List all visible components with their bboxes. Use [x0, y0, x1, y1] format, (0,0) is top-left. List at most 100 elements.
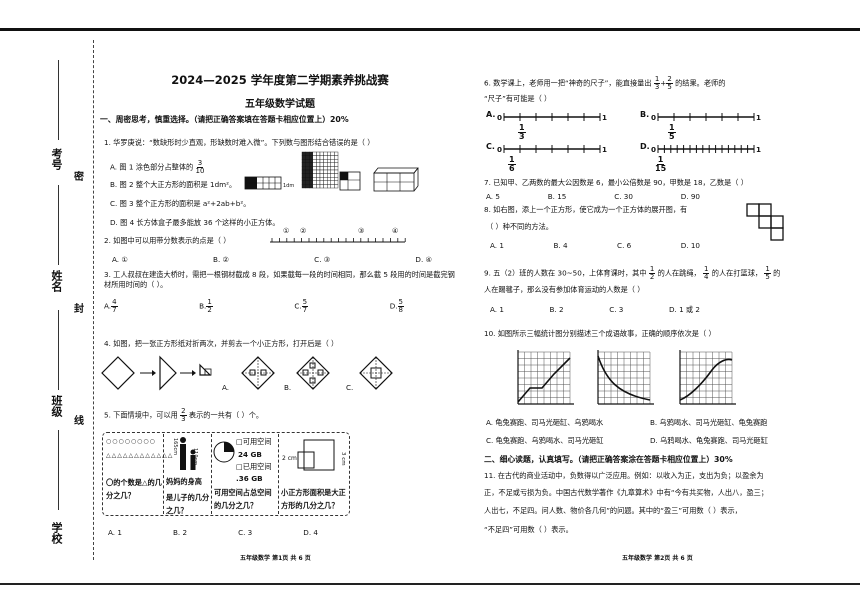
grid-cell — [330, 162, 335, 167]
q8-stem-2: （ ）种不同的方法。 — [486, 222, 553, 231]
q6-ruler-b-label[interactable]: B. — [640, 110, 650, 119]
q6-ruler-c-label[interactable]: C. — [486, 142, 495, 151]
q6-ruler-a-zero: 0 — [497, 113, 503, 122]
q5-triangles: △△△△△△△△△△△△ — [106, 452, 174, 459]
grid-cell — [334, 151, 339, 156]
grid-cell — [305, 177, 310, 182]
numerator: 1 — [653, 75, 661, 84]
grid-cell — [312, 173, 317, 178]
q9-option-d[interactable]: D. 1 或 2 — [668, 305, 700, 314]
numerator: 1 — [648, 265, 656, 274]
q8-option-a[interactable]: A. 1 — [490, 241, 504, 250]
denominator: 3 — [654, 83, 660, 91]
grid-cell — [319, 158, 324, 163]
q10-option-b[interactable]: B. 乌鸦喝水、司马光砸缸、龟兔赛跑 — [650, 418, 768, 427]
section2-heading: 二、细心读题，认真填写。（请把正确答案涂在答题卡相应位置上）30% — [484, 455, 733, 464]
q8-option-d[interactable]: D. 10 — [680, 241, 700, 250]
q2-option-c[interactable]: C. ③ — [314, 255, 331, 264]
grid-cell — [323, 162, 328, 167]
q10-stem: 10. 如图所示三幅统计图分别描述三个成语故事，正确的顺序依次是（ ） — [484, 329, 716, 338]
q6-stem-2: “尺子”有可能是（ ） — [484, 94, 552, 103]
grid-cell — [323, 151, 328, 156]
q6-ruler-d-label[interactable]: D. — [640, 142, 650, 151]
q2-option-a[interactable]: A. ① — [112, 255, 128, 264]
q9-stem-b: 的人在跳绳， — [657, 268, 701, 278]
denominator: 5 — [667, 83, 672, 91]
q2-option-d[interactable]: D. ④ — [415, 255, 432, 264]
grid-cell — [308, 151, 313, 156]
q2-option-b[interactable]: B. ② — [213, 255, 229, 264]
q5-people-figure — [180, 437, 196, 470]
q7-option-d[interactable]: D. 90 — [680, 192, 700, 201]
q10-option-a[interactable]: A. 龟兔赛跑、司马光砸缸、乌鸦喝水 — [486, 418, 604, 427]
q5-option-c[interactable]: C. 3 — [238, 528, 253, 537]
q9-option-b[interactable]: B. 2 — [549, 305, 564, 314]
q4-option-b[interactable]: B. — [284, 383, 292, 392]
q4-option-c[interactable]: C. — [346, 383, 354, 392]
q6-ruler-c-one: 1 — [602, 145, 608, 154]
grid-cell — [319, 177, 324, 182]
grid-cell — [305, 180, 310, 185]
q6-ruler-b-zero: 0 — [651, 113, 657, 122]
grid-cell — [301, 158, 306, 163]
numerator: 1 — [668, 123, 676, 133]
q2-options: A. ① B. ② C. ③ D. ④ — [112, 255, 432, 265]
grid-cell — [319, 180, 324, 185]
grid-cell — [305, 173, 310, 178]
q7-option-c[interactable]: C. 30 — [614, 192, 633, 201]
q10-chart-3 — [679, 350, 736, 405]
q5-box4-question: 小正方形面积是大正方形的几分之几？ — [281, 488, 346, 510]
q6-ruler-a-label[interactable]: A. — [486, 110, 496, 119]
denominator: 4 — [704, 273, 709, 281]
denominator: 5 — [669, 132, 675, 141]
q9-option-a[interactable]: A. 1 — [490, 305, 504, 314]
numerator: 5 — [397, 298, 404, 307]
q2-number-line — [270, 238, 406, 243]
binding-line — [58, 185, 59, 265]
class-label: 班级 — [50, 395, 63, 417]
q8-option-c[interactable]: C. 6 — [617, 241, 632, 250]
q10-option-c[interactable]: C. 龟兔赛跑、乌鸦喝水、司马光砸缸 — [486, 436, 604, 445]
q1-option-b: B. 图 2 整个大正方形的面积是 1dm²。 — [110, 180, 237, 189]
numerator: 1 — [764, 265, 771, 274]
grid-cell — [312, 184, 317, 189]
exam-subtitle: 五年级数学试题 — [245, 99, 315, 110]
q7-option-b[interactable]: B. 15 — [547, 192, 567, 201]
q7-option-a[interactable]: A. 5 — [486, 192, 500, 201]
binding-line — [58, 430, 59, 510]
q5-circles: ○○○○○○○○ — [106, 438, 156, 445]
q8-option-b[interactable]: B. 4 — [553, 241, 568, 250]
q9-stem-d: 的 — [773, 268, 781, 278]
q5-option-b[interactable]: B. 2 — [172, 528, 188, 537]
grid-cell — [316, 166, 321, 171]
divider — [211, 434, 212, 514]
q4-option-a[interactable]: A. — [222, 383, 230, 392]
q5-large-side: 3 cm — [340, 452, 346, 466]
q1-fig3 — [339, 171, 361, 191]
binding-dashed-line — [93, 40, 94, 560]
grid-cell — [308, 158, 313, 163]
q10-option-d[interactable]: D. 乌鸦喝水、龟兔赛跑、司马光砸缸 — [650, 436, 768, 445]
q6-ruler-d — [657, 145, 755, 153]
q11-line1: 11. 在古代的商业活动中，负数得以广泛应用。例如：以收入为正，支出为负；以盈余… — [484, 471, 764, 480]
denominator: 15 — [655, 164, 667, 173]
grid-cell — [323, 184, 328, 189]
q5-option-d[interactable]: D. 4 — [303, 528, 318, 537]
q9-option-c[interactable]: C. 3 — [609, 305, 624, 314]
exam-title: 2024—2025 学年度第二学期素养挑战赛 — [171, 73, 389, 87]
grid-cell — [323, 155, 328, 160]
section1-heading: 一、周密思考，慎重选择。（请把正确答案填在答题卡相应位置上）20% — [100, 115, 349, 124]
grid-cell — [301, 169, 306, 174]
q10-chart-2 — [597, 350, 654, 405]
grid-cell — [319, 151, 324, 156]
q3-stem: 3. 工人叔叔在建造大桥时，需把一根钢材截成 8 段，如果截每一段的时间相同，那… — [104, 270, 455, 289]
q5-option-a[interactable]: A. 1 — [108, 528, 122, 537]
q11-line4: “不足四”可用数（ ）表示。 — [484, 525, 573, 534]
grid-cell — [330, 184, 335, 189]
